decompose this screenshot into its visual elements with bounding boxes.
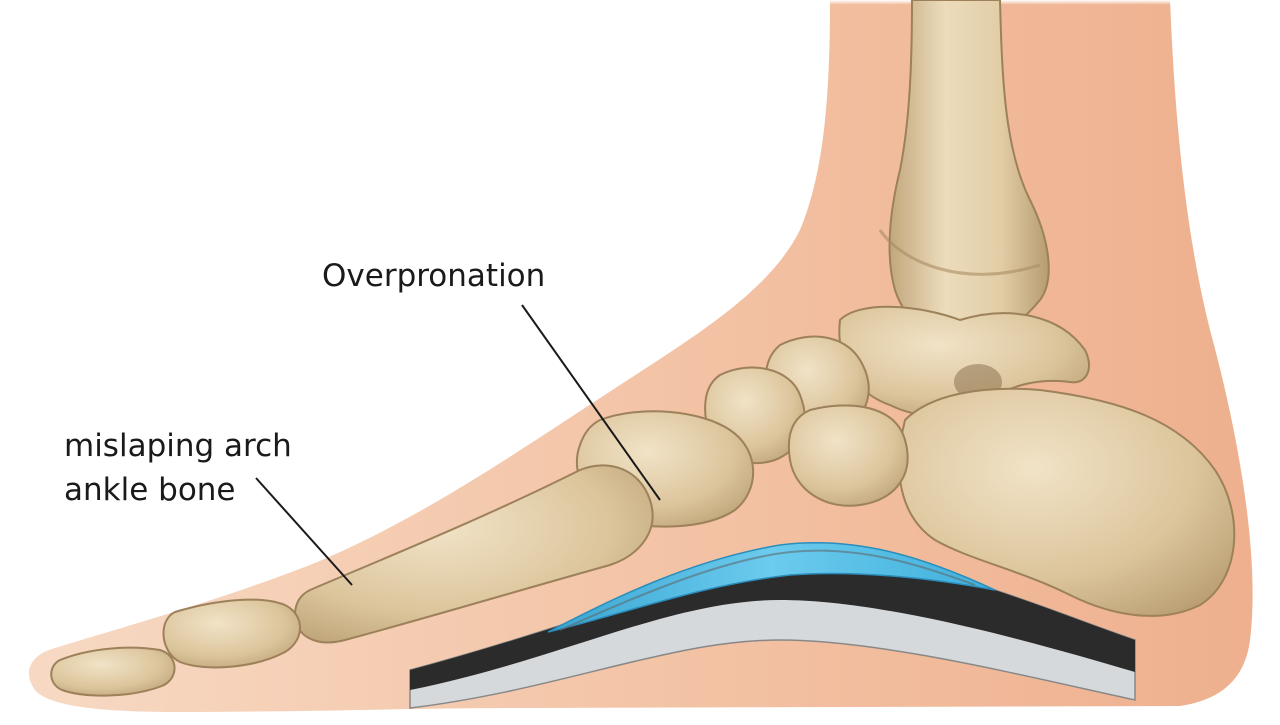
orthotic-insole-icon xyxy=(409,542,1136,709)
heel-bone xyxy=(898,387,1236,617)
arch-leader-line xyxy=(255,477,353,586)
phalanx-bone xyxy=(50,646,176,697)
overpronation-label: Overpronation xyxy=(322,258,546,294)
cuboid-bone xyxy=(787,404,909,507)
overpronation-leader-line xyxy=(521,304,661,501)
metatarsal-bone xyxy=(293,464,654,644)
arch-label-line1: mislaping arch xyxy=(64,428,292,464)
phalanx-bone xyxy=(162,598,301,669)
arch-label-line2: ankle bone xyxy=(64,472,236,508)
